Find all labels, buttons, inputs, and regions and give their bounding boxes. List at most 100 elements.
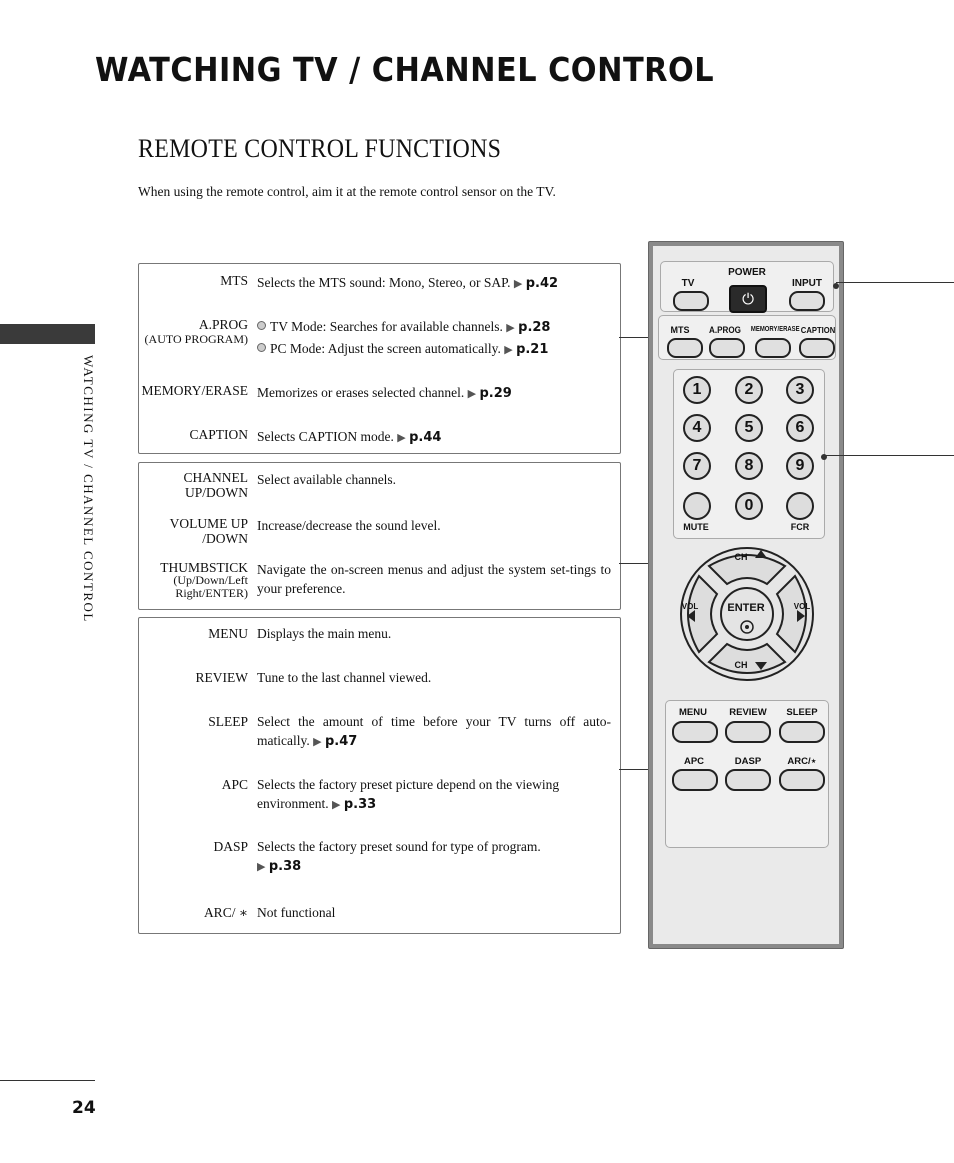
term-volume-2: /DOWN (202, 531, 248, 546)
digit-2-button: 2 (735, 376, 763, 404)
arrow-right-icon: ▶ (513, 278, 523, 290)
review-button (725, 721, 771, 743)
arrow-right-icon: ▶ (397, 432, 406, 444)
power-group: POWER TV INPUT ⏻ (660, 261, 834, 313)
menu-group: MENU REVIEW SLEEP APC DASP ARC/⋆ (665, 700, 829, 848)
leader-line-right-top (836, 282, 954, 283)
mts-label: MTS (670, 325, 690, 335)
term-channel-2: UP/DOWN (185, 485, 248, 500)
review-label: REVIEW (729, 707, 767, 718)
mute-label: MUTE (683, 522, 709, 532)
caption-label: CAPTION (800, 325, 836, 335)
fcr-button (786, 492, 814, 520)
arrow-right-icon: ▶ (504, 344, 513, 356)
leader-line-top (619, 337, 659, 338)
arc-button (779, 769, 825, 791)
page-ref-sleep: p.47 (324, 734, 358, 749)
section-title: REMOTE CONTROL FUNCTIONS (138, 134, 502, 163)
term-thumbstick: THUMBSTICK (160, 560, 248, 575)
page-ref-mts: p.42 (525, 276, 559, 291)
function-box-middle: CHANNEL UP/DOWN Select available channel… (138, 462, 621, 610)
page-ref-apc: p.33 (343, 797, 377, 812)
footer-rule (0, 1080, 95, 1081)
desc-channel: Select available channels. (257, 472, 397, 487)
digit-7-button: 7 (683, 452, 711, 480)
desc-dasp: Selects the factory preset sound for typ… (257, 837, 611, 877)
term-review: REVIEW (195, 670, 248, 685)
desc-caption-text: Selects CAPTION mode. (257, 429, 394, 444)
intro-text: When using the remote control, aim it at… (138, 184, 556, 199)
desc-volume: Increase/decrease the sound level. (257, 518, 441, 533)
tv-label: TV (681, 278, 695, 289)
desc-mts: Selects the MTS sound: Mono, Stereo, or … (257, 273, 611, 294)
page-ref-aprog-pc: p.21 (516, 342, 549, 357)
arrow-right-icon: ▶ (506, 322, 515, 334)
input-label: INPUT (792, 278, 822, 289)
desc-thumbstick: Navigate the on-screen menus and adjust … (257, 562, 611, 596)
desc-apc-text: Selects the factory preset picture depen… (257, 777, 560, 811)
desc-mts-text: Selects the MTS sound: Mono, Stereo, or … (257, 275, 511, 290)
sleep-button (779, 721, 825, 743)
apc-label: APC (683, 756, 705, 767)
mts-button (667, 338, 703, 358)
desc-apc: Selects the factory preset picture depen… (257, 775, 611, 815)
page-number: 24 (72, 1098, 96, 1118)
desc-memory-text: Memorizes or erases selected channel. (257, 385, 465, 400)
digit-9-button: 9 (786, 452, 814, 480)
remote-control-illustration: POWER TV INPUT ⏻ MTS A.PROG MEMORY/ERASE… (648, 241, 844, 949)
bullet-icon (257, 321, 266, 330)
dasp-button (725, 769, 771, 791)
arrow-right-icon: ▶ (313, 736, 322, 748)
term-mts: MTS (220, 273, 248, 288)
desc-dasp-text: Selects the factory preset sound for typ… (257, 839, 541, 854)
vol-right-label: VOL (793, 602, 811, 611)
term-caption: CAPTION (189, 427, 248, 442)
arrow-right-icon: ▶ (331, 799, 341, 811)
page-ref-memory: p.29 (479, 386, 512, 401)
leader-dot (821, 454, 827, 460)
input-button (789, 291, 825, 311)
mute-button (683, 492, 711, 520)
desc-review: Tune to the last channel viewed. (257, 670, 432, 685)
leader-line-right-middle (824, 455, 954, 456)
menu-label: MENU (679, 707, 707, 718)
arrow-right-icon: ▶ (467, 388, 477, 400)
desc-aprog-pc: PC Mode: Adjust the screen automatically… (257, 339, 611, 360)
function-box-bottom: MENU Displays the main menu. REVIEW Tune… (138, 617, 621, 934)
arrow-right-icon: ▶ (257, 861, 266, 873)
term-volume: VOLUME UP (169, 516, 248, 531)
term-apc: APC (221, 777, 248, 792)
desc-sleep-text: Select the amount of time before your TV… (257, 714, 611, 748)
memory-erase-label: MEMORY/ERASE (750, 326, 800, 333)
page-ref-dasp: p.38 (268, 859, 302, 874)
desc-aprog-tv-text: TV Mode: Searches for available channels… (270, 319, 503, 334)
term-sleep: SLEEP (208, 714, 248, 729)
aprog-button (709, 338, 745, 358)
digit-0-button: 0 (735, 492, 763, 520)
menu-button (672, 721, 718, 743)
desc-sleep: Select the amount of time before your TV… (257, 712, 611, 752)
apc-button (672, 769, 718, 791)
tv-button (673, 291, 709, 311)
dasp-label: DASP (734, 756, 762, 767)
desc-aprog-tv: TV Mode: Searches for available channels… (257, 317, 611, 338)
ch-down-label: CH (734, 660, 748, 670)
remote-face: POWER TV INPUT ⏻ MTS A.PROG MEMORY/ERASE… (653, 246, 839, 944)
function-box-top: MTS Selects the MTS sound: Mono, Stereo,… (138, 263, 621, 454)
number-pad-group: 1 2 3 4 5 6 7 8 9 0 MUTE FCR (673, 369, 825, 539)
desc-memory: Memorizes or erases selected channel. ▶ … (257, 383, 611, 404)
thumbstick-pad-icon (680, 547, 814, 681)
digit-1-button: 1 (683, 376, 711, 404)
desc-aprog-pc-text: PC Mode: Adjust the screen automatically… (270, 341, 501, 356)
arc-label: ARC/⋆ (787, 756, 817, 767)
enter-label: ENTER (727, 602, 765, 614)
memory-erase-button (755, 338, 791, 358)
bullet-icon (257, 343, 266, 352)
term-memory: MEMORY/ERASE (141, 383, 248, 398)
digit-5-button: 5 (735, 414, 763, 442)
power-label: POWER (728, 267, 766, 278)
digit-3-button: 3 (786, 376, 814, 404)
mts-group: MTS A.PROG MEMORY/ERASE CAPTION (658, 315, 836, 360)
term-aprog: A.PROG (198, 317, 248, 332)
term-thumbstick-sub2: Right/ENTER) (175, 586, 248, 600)
